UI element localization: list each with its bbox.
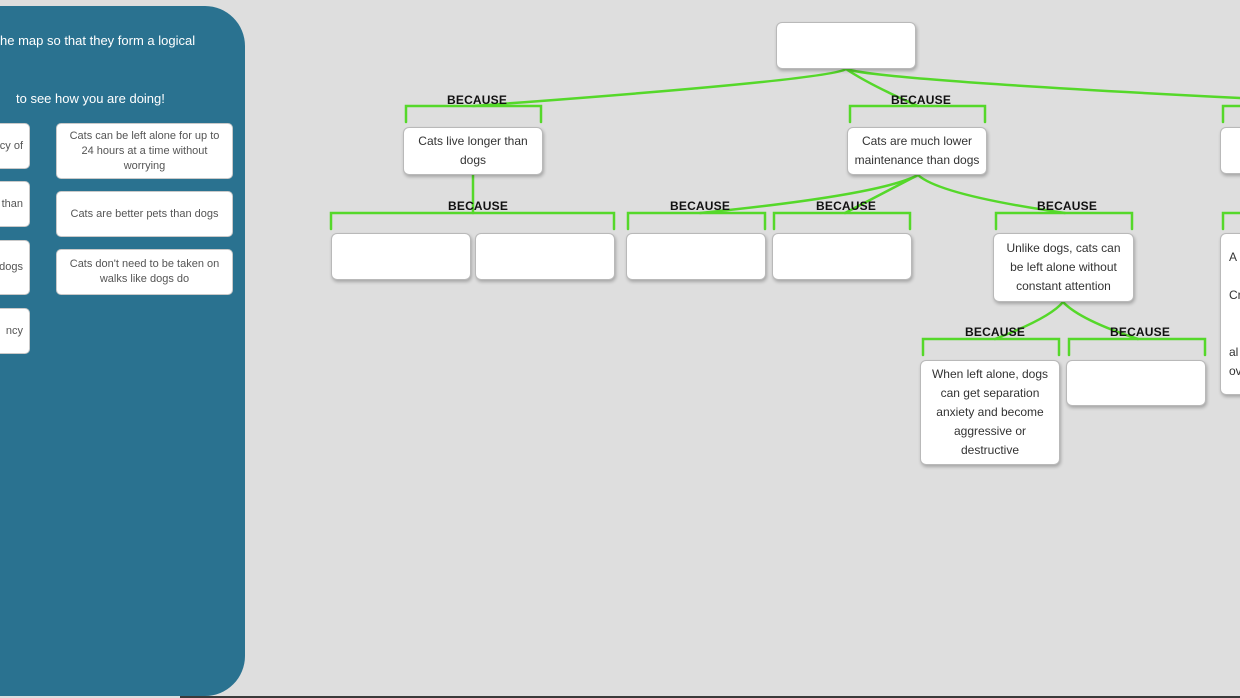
instruction-text-line-2: to see how you are doing! bbox=[16, 91, 165, 106]
argument-card[interactable]: Cats don't need to be taken on walks lik… bbox=[56, 249, 233, 295]
because-label: BECAUSE bbox=[447, 93, 508, 107]
node-text-line: A bbox=[1229, 249, 1238, 264]
card-panel: he map so that they form a logical to se… bbox=[0, 6, 245, 696]
root-claim-slot[interactable] bbox=[776, 22, 916, 69]
because-label: BECAUSE bbox=[1037, 199, 1098, 213]
evidence-slot[interactable] bbox=[772, 233, 912, 280]
argument-card[interactable]: Cats are better pets than dogs bbox=[56, 191, 233, 237]
reason-node-text: Cats live longer than dogs bbox=[418, 134, 528, 167]
reason-slot[interactable] bbox=[1220, 127, 1240, 174]
evidence-node[interactable]: Unlike dogs, cats can be left alone with… bbox=[993, 233, 1134, 302]
because-label: BECAUSE bbox=[1110, 325, 1171, 339]
evidence-node[interactable]: When left alone, dogs can get separation… bbox=[920, 360, 1060, 465]
evidence-slot[interactable] bbox=[331, 233, 471, 280]
evidence-slot[interactable] bbox=[1066, 360, 1206, 406]
reason-node[interactable]: Cats live longer than dogs bbox=[403, 127, 543, 175]
evidence-node-partial[interactable]: A Cr al ov bbox=[1220, 233, 1240, 395]
node-text-line bbox=[1229, 267, 1232, 286]
because-label: BECAUSE bbox=[965, 325, 1026, 339]
evidence-node-text: When left alone, dogs can get separation… bbox=[931, 367, 1049, 457]
evidence-slot[interactable] bbox=[475, 233, 615, 280]
argument-card-text: Cats can be left alone for up to 24 hour… bbox=[69, 129, 220, 172]
node-text-line bbox=[1229, 305, 1232, 324]
node-text-line bbox=[1229, 324, 1232, 343]
argument-card[interactable]: ncy bbox=[0, 308, 30, 354]
bottom-edge-bar bbox=[180, 696, 1240, 698]
evidence-node-text: Unlike dogs, cats can be left alone with… bbox=[1006, 241, 1121, 293]
argument-card[interactable]: dogs bbox=[0, 240, 30, 295]
because-label: BECAUSE bbox=[816, 199, 877, 213]
instruction-text-line-1: he map so that they form a logical bbox=[0, 33, 196, 48]
argument-card-text: cy of bbox=[0, 139, 23, 152]
argument-card-text: than bbox=[1, 197, 23, 210]
node-text-line: al bbox=[1229, 344, 1239, 359]
argument-card-text: ncy bbox=[5, 324, 23, 337]
because-label: BECAUSE bbox=[448, 199, 509, 213]
node-text-line: Cr bbox=[1229, 287, 1240, 302]
node-text-line: ov bbox=[1229, 363, 1240, 378]
argument-card[interactable]: Cats can be left alone for up to 24 hour… bbox=[56, 123, 233, 179]
evidence-slot[interactable] bbox=[626, 233, 766, 280]
argument-card[interactable]: cy of bbox=[0, 123, 30, 169]
reason-node[interactable]: Cats are much lower maintenance than dog… bbox=[847, 127, 987, 175]
because-label: BECAUSE bbox=[670, 199, 731, 213]
because-label: BECAUSE bbox=[891, 93, 952, 107]
argument-card-text: Cats don't need to be taken on walks lik… bbox=[69, 258, 220, 285]
argument-card[interactable]: than bbox=[0, 181, 30, 227]
argument-card-text: Cats are better pets than dogs bbox=[70, 207, 219, 220]
argument-card-text: dogs bbox=[0, 261, 23, 273]
reason-node-text: Cats are much lower maintenance than dog… bbox=[854, 134, 980, 167]
